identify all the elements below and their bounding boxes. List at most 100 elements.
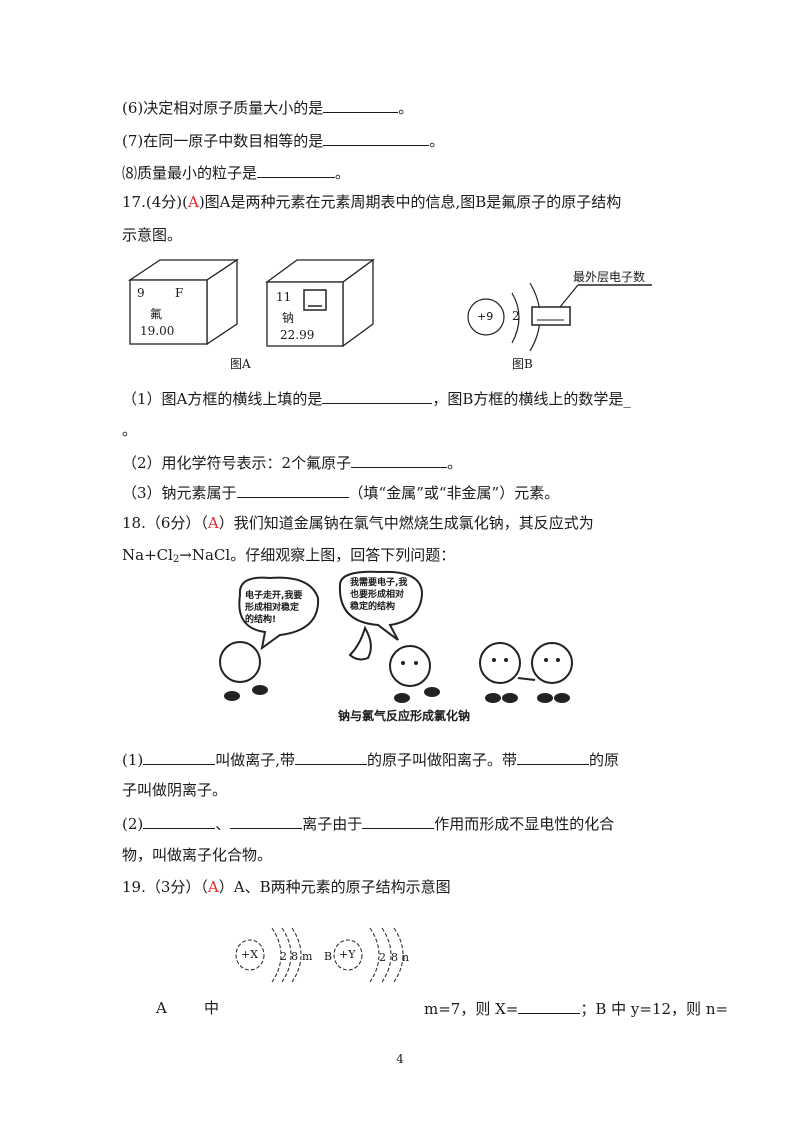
- level-badge: A: [187, 193, 199, 211]
- atom-b-shell3: n: [402, 951, 410, 964]
- q16-item8: ⑻质量最小的粒子是 。: [122, 162, 350, 183]
- paren: ）: [218, 514, 234, 532]
- q17-sub1-text: （1）图A方框的横线上填的是: [122, 390, 323, 408]
- q19-atom-diagrams: [235, 927, 404, 983]
- q18-formula-line: Na+Cl2→NaCl。仔细观察上图，回答下列问题：: [122, 545, 455, 570]
- answer-blank[interactable]: [323, 130, 430, 146]
- answer-blank[interactable]: [517, 749, 590, 765]
- q17-stem-line2: 示意图。: [122, 225, 182, 245]
- bubble-line: 我需要电子,我: [350, 578, 408, 588]
- atom-a-shell2: 8: [291, 950, 298, 963]
- sodium-chlorine-cartoon: [219, 570, 573, 703]
- page-number: 4: [396, 1052, 404, 1066]
- figure-b-caption: 图B: [512, 357, 533, 371]
- punct: 。: [122, 421, 138, 439]
- answer-blank[interactable]: [295, 749, 368, 765]
- q19-a-label: A: [156, 999, 167, 1017]
- answer-blank[interactable]: [230, 813, 303, 829]
- q17-stem-text2: 示意图。: [122, 226, 183, 244]
- q17-stem: 17.(4分)(A)图A是两种元素在元素周期表中的信息,图B是氟原子的原子结构: [122, 192, 621, 212]
- q17-sub3-text: （3）钠元素属于: [122, 484, 237, 502]
- atom-b-nucleus: +Y: [339, 948, 356, 961]
- figure-b-label: 最外层电子数: [573, 270, 646, 284]
- box1-name: 氟: [150, 307, 163, 321]
- q18-sub1-text4: 子叫做阴离子。: [122, 781, 228, 799]
- bubble1-text: 电子走开,我要 形成相对稳定 的结构!: [245, 590, 302, 626]
- answer-blank[interactable]: [236, 482, 349, 498]
- atom-a-shell3: m: [302, 950, 313, 963]
- paren: （: [200, 514, 208, 532]
- punct: 。: [335, 164, 351, 182]
- q18-sub1: (1)叫做离子,带的原子叫做阳离子。带的原: [122, 749, 619, 770]
- bubble-line: 电子走开,我要: [245, 591, 303, 601]
- atom-b-shell1: 2: [379, 951, 386, 964]
- level-badge: A: [207, 878, 219, 896]
- answer-blank[interactable]: [322, 388, 433, 404]
- question-number: 19.: [122, 878, 146, 896]
- answer-blank[interactable]: [362, 813, 435, 829]
- q17-sub1-text2: ，图B方框的横线上的数学是_: [432, 390, 631, 408]
- figure-b-atom-structure: [467, 282, 652, 352]
- answer-blank[interactable]: [518, 998, 581, 1014]
- sub-number: (2): [122, 815, 144, 833]
- punct: 。: [398, 99, 414, 117]
- q17-sub3-text2: （填“金属”或“非金属”）元素。: [348, 484, 560, 502]
- atom-b-label: B: [324, 950, 333, 963]
- q18-sub2: (2)、离子由于作用而形成不显电性的化合: [122, 813, 614, 834]
- q19-text1: m=7，则 X=: [424, 1000, 519, 1018]
- paren: （: [200, 878, 208, 896]
- figure-b-shell1: 2: [512, 309, 520, 323]
- score: （6分）: [145, 514, 201, 532]
- box2-mass: 22.99: [280, 328, 315, 342]
- figure-b-nucleus: +9: [477, 310, 494, 323]
- paren: ): [198, 193, 205, 211]
- paren: ）: [218, 878, 234, 896]
- answer-blank[interactable]: [257, 162, 336, 178]
- box1-symbol: F: [175, 286, 184, 300]
- q19-zhong: 中: [204, 999, 220, 1017]
- box2-name: 钠: [282, 311, 295, 325]
- q19-text2: ；B 中 y=12，则 n=: [580, 1000, 729, 1018]
- q16-item8-text: ⑻质量最小的粒子是: [122, 164, 258, 182]
- question-number: 17.: [122, 193, 146, 211]
- question-number: 18.: [122, 514, 146, 532]
- q17-sub2-text: （2）用化学符号表示：2个氟原子: [122, 454, 352, 472]
- atom-b-shell2: 8: [391, 951, 398, 964]
- answer-blank[interactable]: [143, 749, 216, 765]
- bubble-line: 形成相对稳定: [245, 603, 300, 613]
- figure-a-element-boxes: [127, 258, 375, 348]
- formula-rest: →NaCl。仔细观察上图，回答下列问题：: [179, 546, 456, 564]
- q16-item7-text: (7)在同一原子中数目相等的是: [122, 132, 324, 150]
- q19-stem-text: A、B两种元素的原子结构示意图: [233, 878, 451, 896]
- q17-sub3: （3）钠元素属于 （填“金属”或“非金属”）元素。: [122, 482, 559, 503]
- q18-sub2-text2: 作用而形成不显电性的化合: [434, 815, 615, 833]
- punct: 。: [447, 454, 463, 472]
- q16-item6: (6)决定相对原子质量大小的是 。: [122, 97, 413, 118]
- atom-a-shell1: 2: [280, 950, 287, 963]
- bubble2-text: 我需要电子,我 也要形成相对 稳定的结构: [350, 577, 407, 613]
- score: (4分): [145, 193, 183, 211]
- q17-sub1: （1）图A方框的横线上填的是 ，图B方框的横线上的数学是_: [122, 388, 631, 409]
- q18-stem-text: 我们知道金属钠在氯气中燃烧生成氯化钠，其反应式为: [233, 514, 594, 532]
- answer-blank[interactable]: [323, 97, 399, 113]
- q18-sub2-text3: 物，叫做离子化合物。: [122, 846, 273, 864]
- formula-subscript: 2: [172, 554, 180, 565]
- q18-stem: 18.（6分）（A）我们知道金属钠在氯气中燃烧生成氯化钠，其反应式为: [122, 513, 594, 533]
- q16-item6-text: (6)决定相对原子质量大小的是: [122, 99, 324, 117]
- bubble-line: 稳定的结构: [350, 602, 396, 612]
- q18-sub2-line2: 物，叫做离子化合物。: [122, 845, 272, 865]
- answer-blank[interactable]: [351, 452, 448, 468]
- q19-question-line: m=7，则 X= ；B 中 y=12，则 n=: [424, 998, 728, 1019]
- bubble-line: 的结构!: [245, 615, 277, 625]
- answer-blank[interactable]: [143, 813, 216, 829]
- atom-a-nucleus: +X: [241, 948, 259, 961]
- q18-sub1-text3: 的原: [589, 751, 620, 769]
- q17-sub2: （2）用化学符号表示：2个氟原子 。: [122, 452, 462, 473]
- q18-sub1-line2: 子叫做阴离子。: [122, 780, 227, 800]
- paren: (: [182, 193, 188, 211]
- level-badge: A: [207, 514, 219, 532]
- formula: Na+Cl: [122, 546, 173, 564]
- bubble-line: 也要形成相对: [350, 590, 405, 600]
- cartoon-caption: 钠与氯气反应形成氯化钠: [338, 709, 471, 723]
- q17-stem-text: 图A是两种元素在元素周期表中的信息,图B是氟原子的原子结构: [204, 193, 622, 211]
